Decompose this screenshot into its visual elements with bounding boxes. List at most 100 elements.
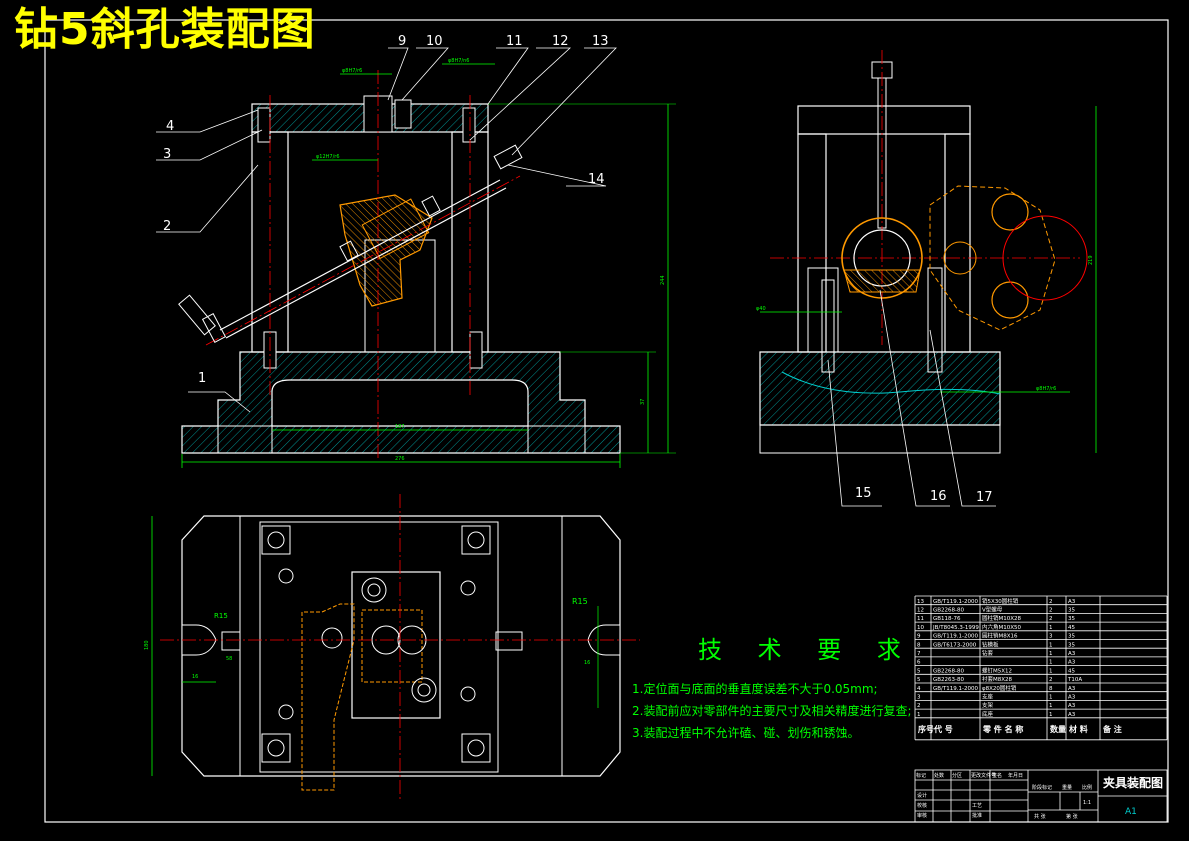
dim-height-side: 37 — [640, 399, 646, 405]
bom-cell-code: GB/T6173-2000 — [933, 642, 977, 648]
side-view: 219 φ40 φ8H7/r6 15 16 17 — [756, 50, 1097, 507]
balloon-10: 10 — [426, 34, 443, 49]
balloon-15: 15 — [855, 486, 872, 501]
bom-cell-mat: 35 — [1068, 634, 1075, 640]
balloon-2: 2 — [163, 219, 171, 234]
tb-role-0: 设计 — [917, 792, 927, 799]
tb-col-4: 签名 — [992, 772, 1002, 779]
titleblock-name: 夹具装配图 — [1103, 775, 1163, 790]
bom-cell-code: GB2268-80 — [933, 608, 965, 614]
bom-cell-name: 螺钉M5X12 — [982, 666, 1012, 674]
tb-stage-2: 比例 — [1082, 784, 1092, 791]
bom-cell-code: GB/T119.1-2000 — [933, 634, 978, 640]
bom-cell-code: GB/T119.1-2000 — [933, 686, 978, 692]
bom-cell-qty: 2 — [1049, 608, 1053, 614]
bom-cell-qty: 2 — [1049, 616, 1053, 622]
title-block — [914, 769, 1168, 823]
bom-cell-code: GB2263-80 — [933, 677, 965, 683]
balloon-1: 1 — [198, 371, 206, 386]
bom-cell-name: 衬套M8X28 — [982, 675, 1013, 683]
tech-note-3: 3.装配过程中不允许磕、碰、划伤和锈蚀。 — [632, 726, 860, 740]
tb-role-4: 批准 — [972, 812, 982, 819]
bom-cell-qty: 1 — [1049, 625, 1053, 631]
bom-cell-name: 圆柱销M10X28 — [982, 614, 1022, 622]
bom-cell-no: 8 — [917, 642, 921, 648]
front-view: φ8H7/r6 φ8H7/n6 φ12H7/r6 187 276 244 37 … — [156, 34, 676, 468]
bom-cell-qty: 8 — [1049, 686, 1053, 692]
bom-cell-name: 圆柱销M8X16 — [982, 632, 1018, 640]
tb-stage-1: 重量 — [1062, 784, 1072, 791]
dim-fit-top-left: φ8H7/r6 — [342, 68, 362, 74]
bom-cell-mat: 45 — [1068, 668, 1075, 674]
bom-cell-name: 支架 — [982, 701, 994, 709]
bom-cell-mat: A3 — [1068, 651, 1076, 657]
balloon-16: 16 — [930, 489, 947, 504]
balloon-13: 13 — [592, 34, 609, 49]
bom-cell-mat: A3 — [1068, 695, 1076, 701]
bom-header-name: 零 件 名 称 — [982, 724, 1023, 734]
bom-cell-no: 5 — [917, 668, 921, 674]
bom-header-note: 备 注 — [1102, 724, 1122, 734]
tb-stage-0: 阶段标记 — [1032, 784, 1052, 791]
bom-header-qty: 数量 — [1050, 724, 1066, 734]
tb-col-2: 分区 — [952, 772, 962, 779]
tb-col-5: 年月日 — [1008, 772, 1023, 779]
bom-cell-no: 2 — [917, 703, 921, 709]
bom-header-no: 序号 — [918, 724, 934, 734]
bom-cell-mat: A3 — [1068, 660, 1076, 666]
plan-view: 180 R15 R15 58 16 16 — [144, 494, 640, 800]
bom-cell-no: 11 — [917, 616, 924, 622]
bom-cell-mat: 35 — [1068, 616, 1075, 622]
bom-header-mat: 材 料 — [1069, 724, 1088, 734]
bom-cell-qty: 1 — [1049, 703, 1053, 709]
dim-width-inner: 187 — [395, 424, 405, 430]
dim-fit-top-right: φ8H7/n6 — [448, 58, 469, 64]
tb-col-1: 处数 — [934, 772, 944, 779]
bom-cell-qty: 1 — [1049, 712, 1053, 718]
sheet-border — [44, 19, 1169, 823]
balloon-11: 11 — [506, 34, 523, 49]
dim-plan-right-small: 16 — [584, 660, 590, 666]
tb-col-3: 更改文件号 — [971, 772, 996, 779]
dim-plan-r15-right: R15 — [572, 597, 588, 606]
dim-plan-r15-left: R15 — [214, 612, 228, 620]
bom-cell-code: GB118-76 — [933, 616, 961, 622]
bom-cell-qty: 1 — [1049, 695, 1053, 701]
dim-fit-center: φ12H7/r6 — [316, 154, 340, 160]
base-slot — [271, 379, 529, 427]
dim-side-fit: φ8H7/r6 — [1036, 386, 1056, 392]
dim-plan-58: 58 — [226, 656, 232, 662]
tb-sheets-0: 共 张 — [1034, 813, 1046, 820]
bom-cell-qty: 2 — [1049, 599, 1053, 605]
bom-cell-code: GB/T119.1-2000 — [933, 599, 978, 605]
dim-side-dia: φ40 — [756, 306, 766, 312]
tb-col-0: 标记 — [916, 772, 926, 779]
bom-cell-no: 12 — [917, 608, 924, 614]
balloon-4: 4 — [166, 119, 174, 134]
dim-width-overall: 276 — [395, 456, 405, 462]
tb-role-1: 校核 — [917, 802, 927, 809]
bom-cell-no: 6 — [917, 660, 921, 666]
bom-cell-mat: T10A — [1067, 677, 1082, 683]
bom-cell-no: 1 — [917, 712, 921, 718]
bom-cell-mat: 35 — [1068, 642, 1075, 648]
bom-cell-no: 10 — [917, 625, 924, 631]
balloon-14: 14 — [588, 172, 605, 187]
bom-cell-name: φ8X20圆柱销 — [982, 684, 1017, 692]
bom-cell-name: 支座 — [982, 693, 994, 701]
bom-table — [914, 595, 1168, 741]
bom-cell-name: 内六角M10X50 — [982, 623, 1022, 631]
bom-cell-qty: 1 — [1049, 660, 1053, 666]
bom-cell-mat: 45 — [1068, 625, 1075, 631]
bom-cell-no: 7 — [917, 651, 921, 657]
balloon-12: 12 — [552, 34, 569, 49]
bom-cell-name: 底座 — [982, 710, 994, 718]
balloon-9: 9 — [398, 34, 406, 49]
bom-cell-mat: A3 — [1068, 599, 1076, 605]
dim-plan-16: 16 — [192, 674, 198, 680]
bom-cell-mat: A3 — [1068, 703, 1076, 709]
bom-cell-code: GB2268-80 — [933, 668, 965, 674]
tb-role-2: 审核 — [917, 812, 927, 819]
